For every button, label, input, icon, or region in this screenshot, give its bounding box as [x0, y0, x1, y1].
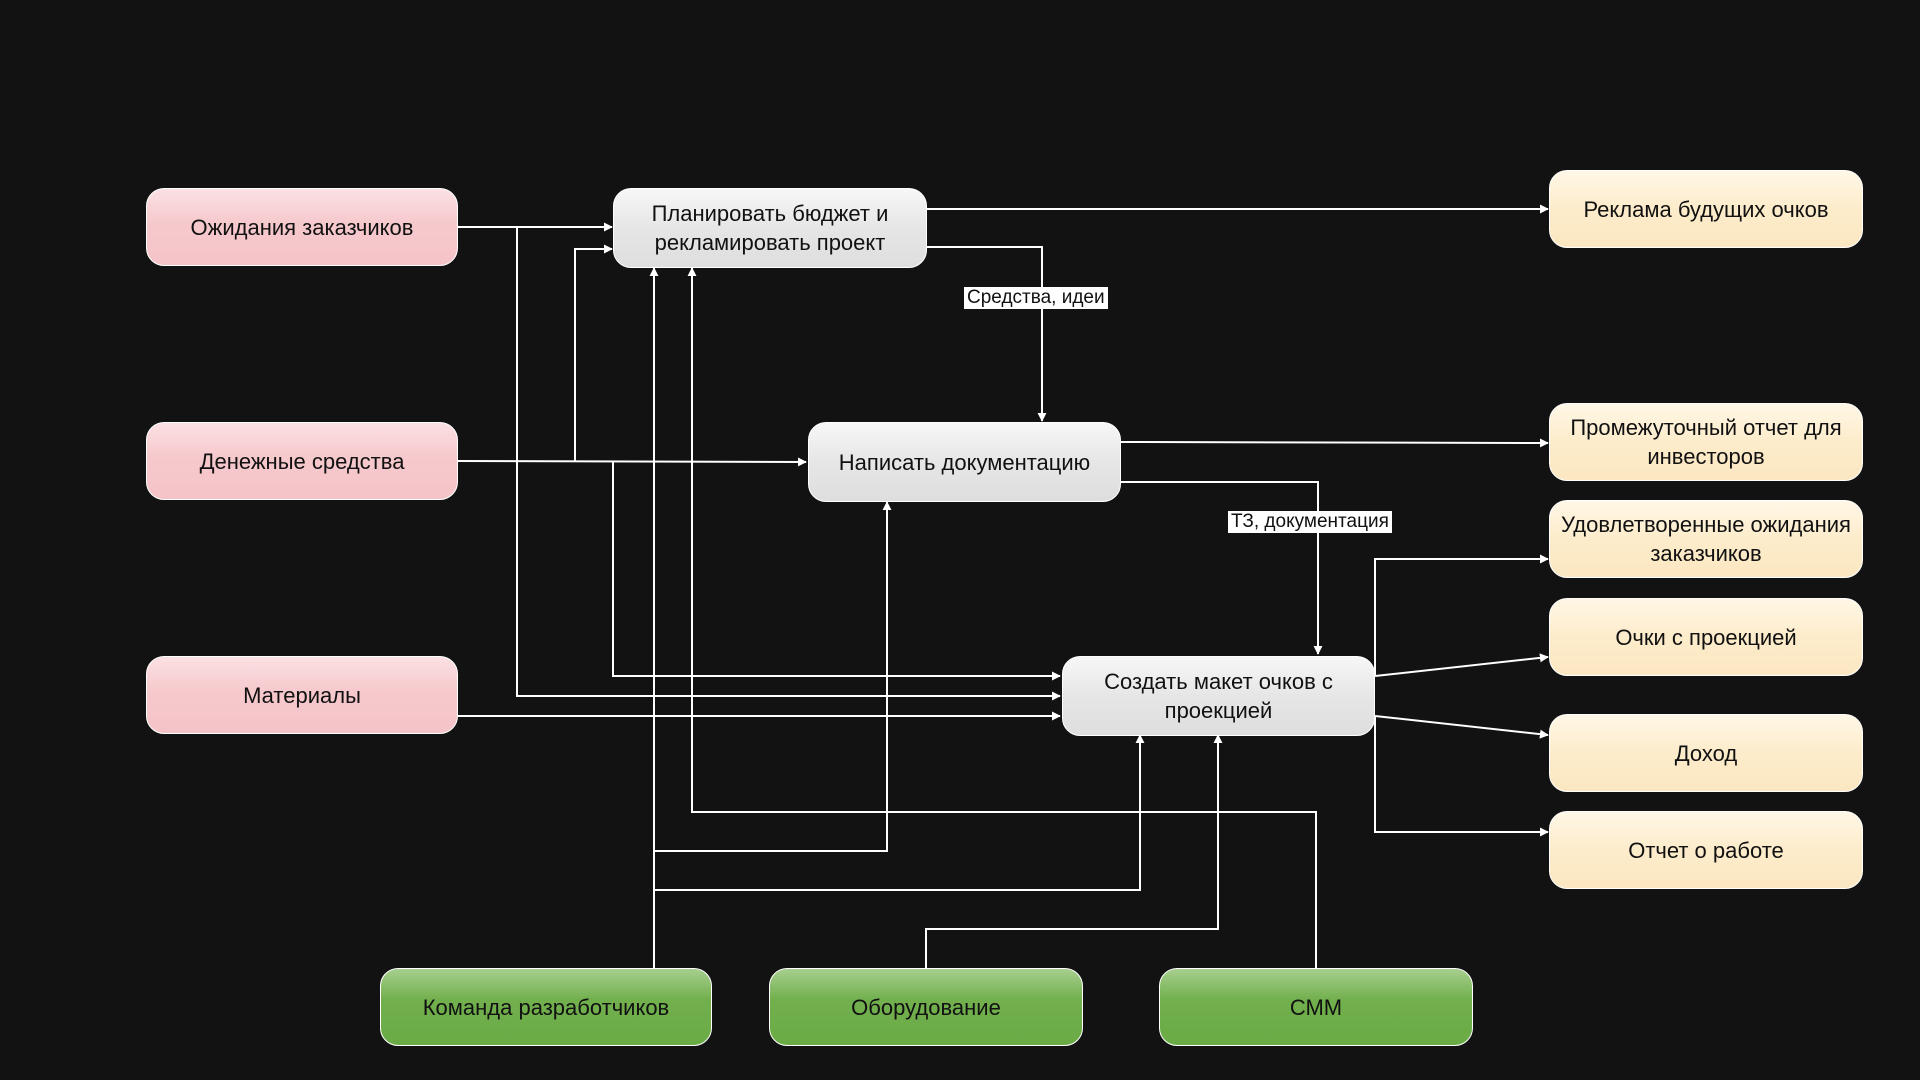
process-create-prototype[interactable]: Создать макет очков с проекцией — [1062, 656, 1375, 736]
mechanism-smm[interactable]: СММ — [1159, 968, 1473, 1046]
mechanism-label: СММ — [1289, 994, 1343, 1020]
input-label: Ожидания заказчиков — [190, 214, 414, 240]
output-investor-report[interactable]: Промежуточный отчет для инвесторов — [1549, 403, 1863, 481]
connector-docs-to-prototype — [1121, 481, 1323, 655]
output-label: Доход — [1674, 740, 1738, 766]
output-label: Реклама будущих очков — [1583, 196, 1829, 222]
mechanism-label: Команда разработчиков — [422, 994, 670, 1020]
process-plan-budget[interactable]: Планировать бюджет и рекламировать проек… — [613, 188, 927, 268]
connector-team-to-docs — [654, 501, 892, 852]
edge-label-spec-docs: ТЗ, документация — [1228, 511, 1392, 533]
connector-smm-to-plan — [687, 267, 1317, 968]
process-label: Создать макет очков с проекцией — [1104, 669, 1333, 723]
output-satisfied-expectations[interactable]: Удовлетворенные ожидания заказчиков — [1549, 500, 1863, 578]
output-work-report[interactable]: Отчет о работе — [1549, 811, 1863, 889]
output-ad[interactable]: Реклама будущих очков — [1549, 170, 1863, 248]
connector-funds-to-prototype — [612, 461, 1061, 681]
mechanism-equipment[interactable]: Оборудование — [769, 968, 1083, 1046]
connector-plan-to-docs — [927, 246, 1047, 422]
mechanism-dev-team[interactable]: Команда разработчиков — [380, 968, 712, 1046]
mechanism-label: Оборудование — [851, 994, 1001, 1020]
output-label: Промежуточный отчет для инвесторов — [1570, 415, 1842, 469]
connector-docs-to-report — [1120, 438, 1549, 448]
input-customer-expectations[interactable]: Ожидания заказчиков — [146, 188, 458, 266]
input-label: Денежные средства — [199, 448, 405, 474]
connector-expectations-to-prototype — [516, 227, 1061, 701]
output-income[interactable]: Доход — [1549, 714, 1863, 792]
connector-prototype-to-satisfied — [1374, 554, 1549, 676]
process-label: Планировать бюджет и рекламировать проек… — [651, 201, 889, 255]
output-label: Очки с проекцией — [1615, 624, 1797, 650]
process-label: Написать документацию — [838, 449, 1091, 475]
connector-prototype-to-glasses — [1374, 653, 1549, 677]
edge-label-funds-ideas: Средства, идеи — [964, 287, 1108, 309]
output-glasses[interactable]: Очки с проекцией — [1549, 598, 1863, 676]
output-label: Удовлетворенные ожидания заказчиков — [1561, 512, 1851, 566]
connector-funds-to-docs — [457, 457, 807, 467]
input-funds[interactable]: Денежные средства — [146, 422, 458, 500]
process-write-docs[interactable]: Написать документацию — [808, 422, 1121, 502]
input-materials[interactable]: Материалы — [146, 656, 458, 734]
input-label: Материалы — [243, 682, 361, 708]
connector-prototype-to-income — [1374, 715, 1549, 739]
output-label: Отчет о работе — [1628, 837, 1784, 863]
connector-equipment-to-prototype — [925, 734, 1223, 968]
connector-funds-to-plan — [574, 244, 613, 461]
connector-prototype-to-work-report — [1374, 716, 1549, 837]
connector-team-to-prototype — [654, 734, 1145, 891]
